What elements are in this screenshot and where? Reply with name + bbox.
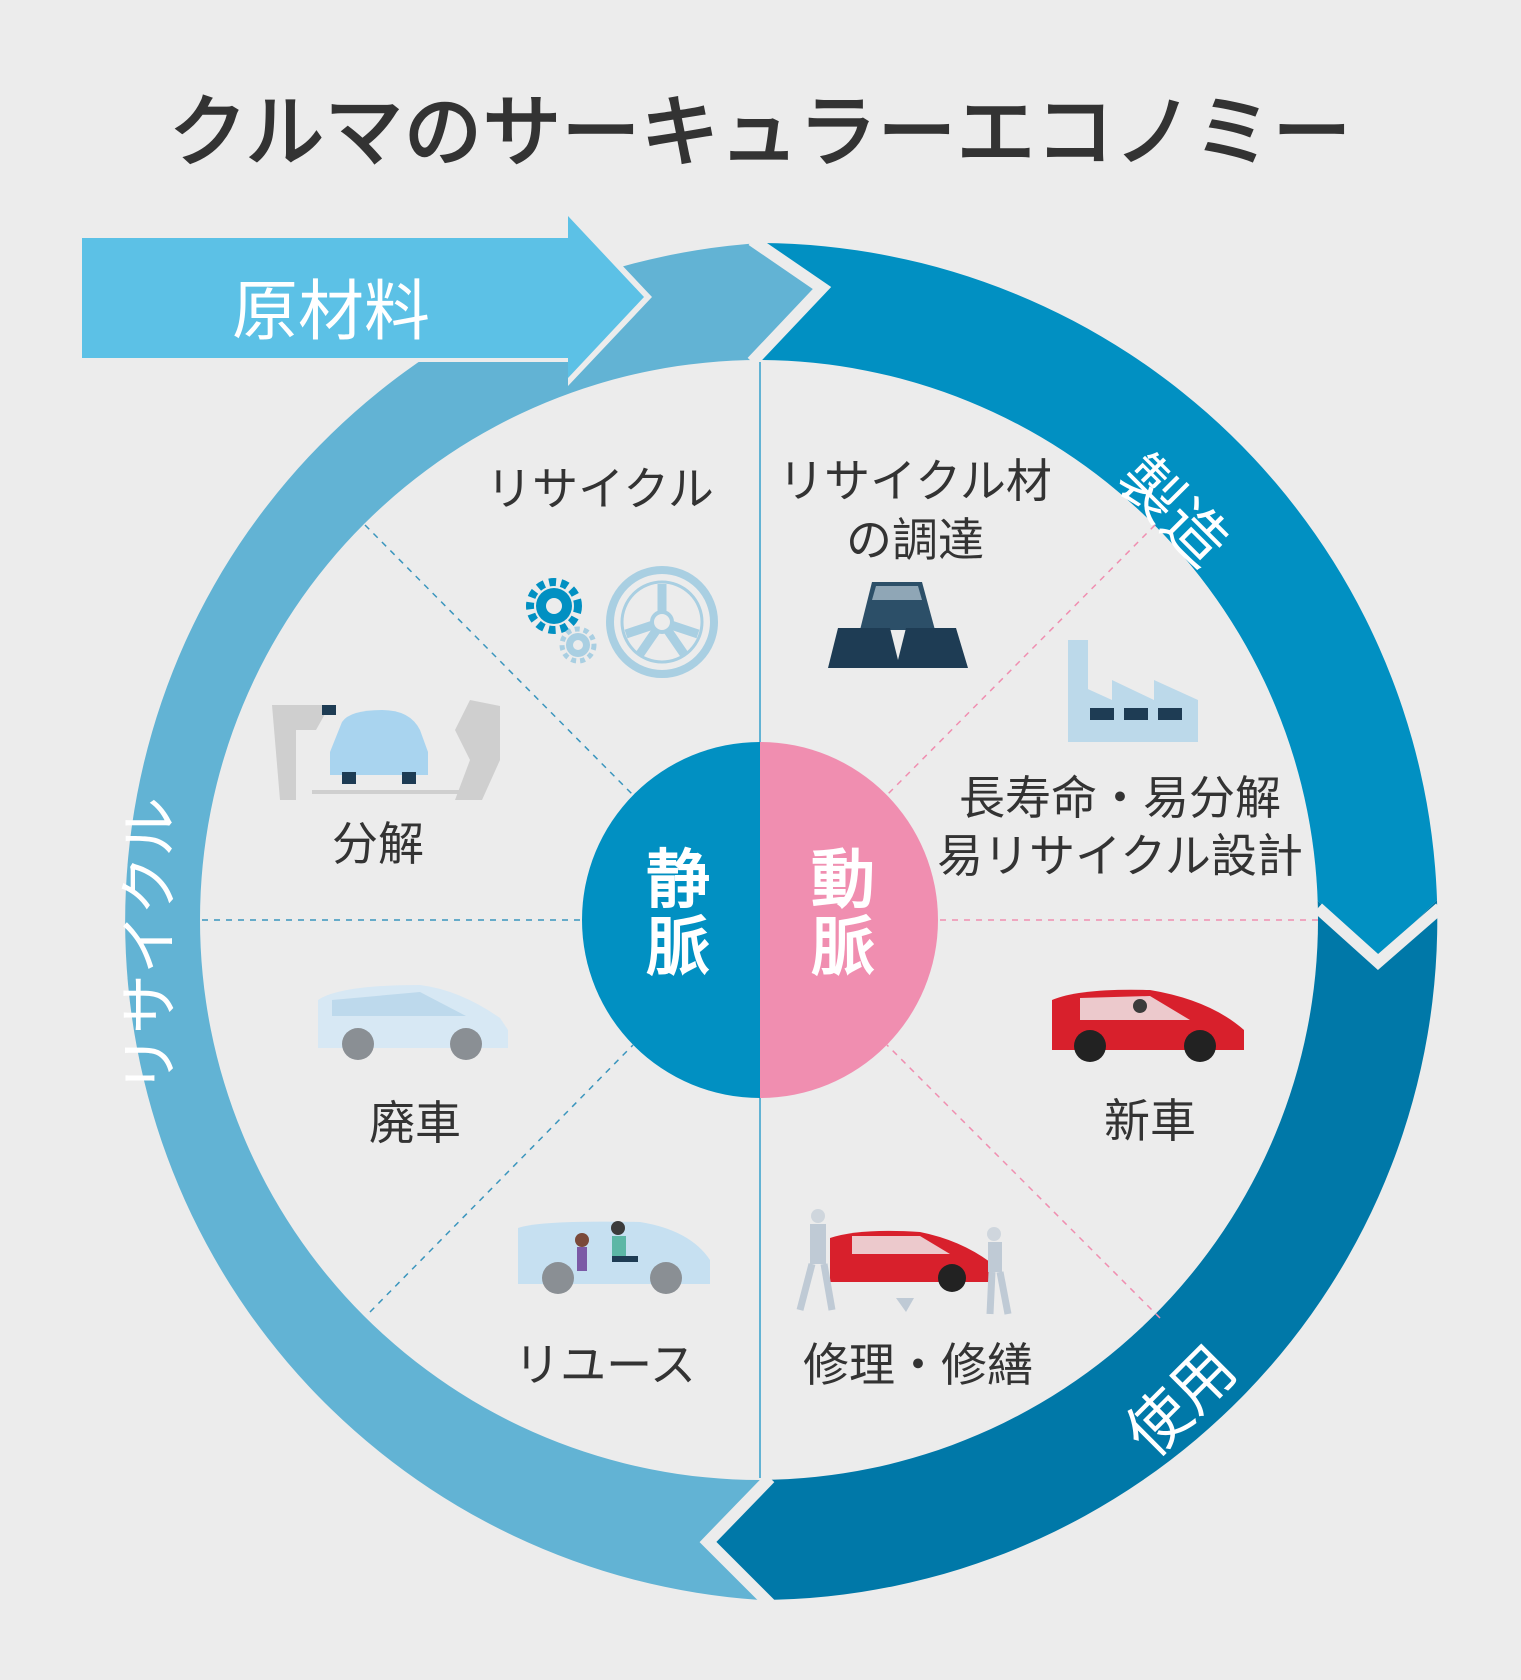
new-car-icon — [1052, 989, 1244, 1062]
center-circle — [582, 742, 938, 1098]
segment-disassembly-label: 分解 — [332, 817, 424, 871]
disassembly-icon — [272, 700, 500, 800]
page-title: クルマのサーキュラーエコノミー — [169, 88, 1352, 178]
recycle-arc-label: リサイクル — [115, 797, 186, 1094]
raw-material-label: 原材料 — [232, 273, 430, 350]
raw-material-arrow — [82, 208, 652, 386]
factory-icon — [1068, 640, 1198, 742]
reuse-car-icon — [518, 1221, 710, 1294]
recycle-arc — [125, 243, 831, 1600]
ingot-icon — [828, 582, 968, 668]
ring — [125, 235, 1444, 1609]
manufacturing-arc — [760, 243, 1437, 960]
segment-procure-label: リサイクル材 の調達 — [778, 454, 1052, 567]
repair-car-icon — [796, 1209, 1012, 1315]
segment-repair-label: 修理・修繕 — [803, 1338, 1033, 1392]
scrap-car-icon — [318, 985, 508, 1060]
gear-wheel-icon — [526, 566, 718, 678]
segment-new-car-label: 新車 — [1104, 1094, 1196, 1148]
use-arc — [700, 900, 1438, 1600]
vein-label: 静脈 — [646, 844, 710, 986]
segment-scrap-label: 廃車 — [369, 1096, 461, 1150]
segment-reuse-label: リユース — [514, 1338, 696, 1392]
segment-recycle-label: リサイクル — [486, 462, 714, 516]
artery-label: 動脈 — [811, 844, 875, 986]
segment-design-label: 長寿命・易分解 易リサイクル設計 — [937, 771, 1303, 883]
